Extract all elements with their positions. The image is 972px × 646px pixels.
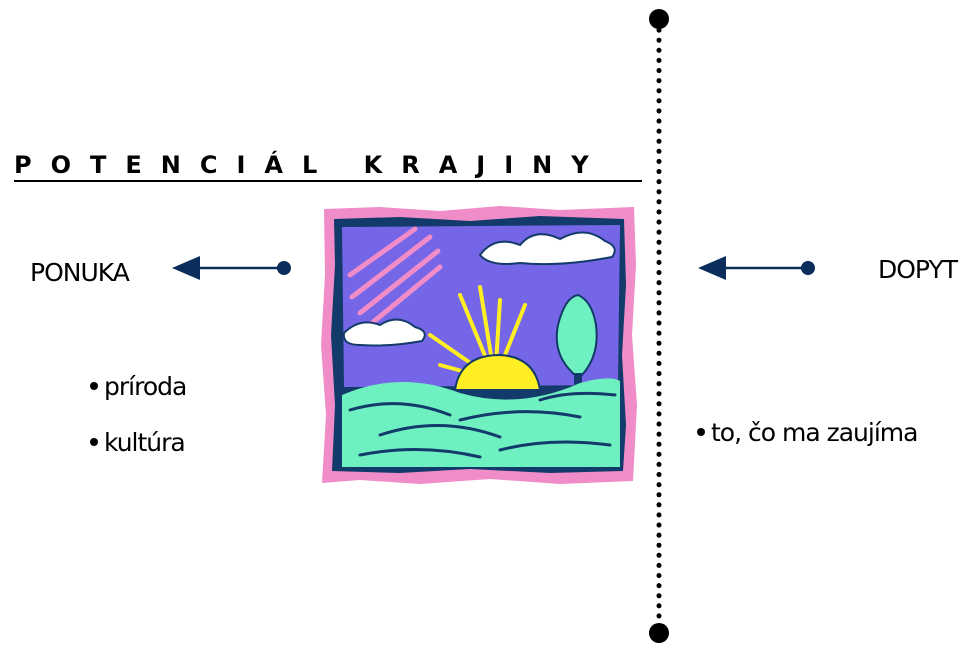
- landscape-clipart: [321, 206, 637, 484]
- title-underline: [14, 180, 642, 182]
- bullet-icon: [697, 428, 705, 436]
- list-item-text: príroda: [104, 372, 187, 401]
- left-arrow: [172, 256, 291, 280]
- list-item-text: kultúra: [104, 428, 186, 457]
- divider-bottom-endpoint: [649, 623, 669, 643]
- bullet-icon: [90, 438, 98, 446]
- list-item: to, čo ma zaujíma: [697, 418, 918, 448]
- list-item: kultúra: [90, 428, 186, 458]
- vertical-divider: [649, 9, 669, 643]
- demand-label: DOPYT: [878, 255, 958, 284]
- offer-label: PONUKA: [30, 258, 130, 287]
- bullet-icon: [90, 382, 98, 390]
- list-item: príroda: [90, 372, 187, 402]
- divider-top-endpoint: [649, 9, 669, 29]
- diagram-title: POTENCIÁL KRAJINY: [14, 151, 608, 179]
- right-arrow: [698, 256, 815, 280]
- list-item-text: to, čo ma zaujíma: [711, 418, 918, 447]
